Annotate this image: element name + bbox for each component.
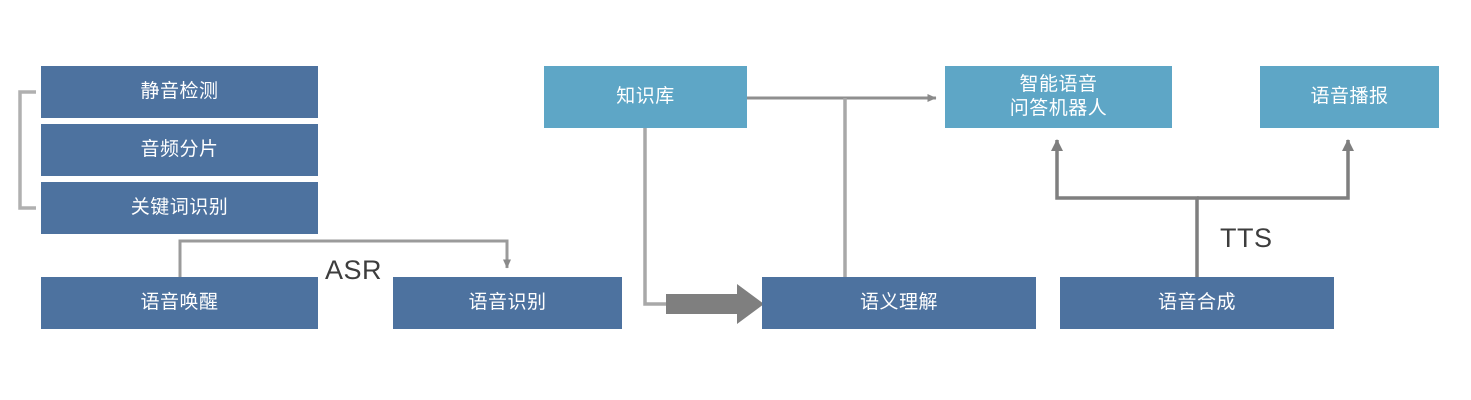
node-silence-detection[interactable]: 静音检测 — [41, 66, 318, 118]
node-label: 语义理解 — [859, 291, 938, 313]
edge-label-asr: ASR — [325, 255, 383, 285]
node-voice-wakeup[interactable]: 语音唤醒 — [41, 277, 318, 329]
edge-recognition-to-semantic-thick-arrow — [666, 284, 764, 324]
group-bracket-icon — [18, 90, 36, 210]
node-speech-recognition[interactable]: 语音识别 — [393, 277, 622, 329]
node-label: 智能语音 问答机器人 — [1009, 73, 1108, 119]
node-label: 知识库 — [616, 85, 675, 107]
node-knowledge-base[interactable]: 知识库 — [544, 66, 747, 128]
node-label: 语音合成 — [1157, 291, 1236, 313]
node-label: 静音检测 — [140, 80, 219, 102]
edge-kb-to-semantic — [643, 128, 672, 306]
edge-synthesis-branch — [1051, 139, 1354, 277]
node-label: 音频分片 — [140, 138, 219, 160]
node-voice-broadcast[interactable]: 语音播报 — [1260, 66, 1439, 128]
node-semantic-understanding[interactable]: 语义理解 — [762, 277, 1036, 329]
node-label: 语音播报 — [1310, 85, 1389, 107]
node-qa-robot[interactable]: 智能语音 问答机器人 — [945, 66, 1172, 128]
node-audio-segmentation[interactable]: 音频分片 — [41, 124, 318, 176]
node-speech-synthesis[interactable]: 语音合成 — [1060, 277, 1334, 329]
node-keyword-spotting[interactable]: 关键词识别 — [41, 182, 318, 234]
node-label: 语音唤醒 — [140, 291, 219, 313]
node-label: 关键词识别 — [130, 196, 229, 218]
node-label: 语音识别 — [468, 291, 547, 313]
edge-label-tts: TTS — [1220, 223, 1273, 253]
